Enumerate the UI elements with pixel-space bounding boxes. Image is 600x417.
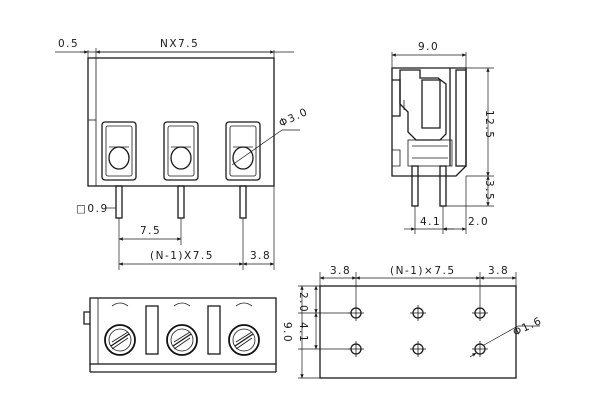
dim-side-pin-length: 3.5: [483, 180, 495, 201]
pcb-hole-icon: [410, 305, 426, 321]
screw-head-icon: [104, 324, 136, 356]
dim-pcb-width: 9.0: [281, 322, 293, 343]
front-pin-1: [115, 185, 123, 219]
top-body: [89, 297, 277, 365]
front-pin-2: [177, 185, 185, 219]
side-view: 9.0 12.5 3.5 4.1 2.0: [391, 41, 495, 234]
front-pin-3: [239, 185, 247, 219]
dim-side-width: 9.0: [418, 41, 439, 53]
dim-front-offset: 0.5: [58, 38, 79, 50]
dim-front-length: NX7.5: [160, 38, 199, 50]
top-slot-2: [207, 305, 221, 355]
dim-front-pin-square: □0.9: [76, 203, 109, 215]
dim-front-total: (N-1)X7.5: [150, 250, 214, 262]
screw-head-icon: [228, 324, 260, 356]
front-view: 0.5 NX7.5 Φ3.0 □0.9 7.5 (N-1)X7.5 3.8: [55, 38, 310, 270]
dim-pcb-left: 3.8: [330, 265, 351, 277]
dim-pcb-top: 2.0: [297, 292, 309, 313]
dim-side-pin-pos: 4.1: [420, 216, 441, 228]
side-pin: [411, 165, 419, 207]
dim-side-height: 12.5: [483, 110, 495, 139]
top-slot-1: [145, 305, 159, 355]
front-terminal-1: [101, 121, 137, 181]
pcb-hole-icon: [348, 305, 364, 321]
dim-pcb-middle: (N-1)×7.5: [390, 265, 456, 277]
pcb-outline: [319, 285, 517, 379]
pcb-hole-icon: [472, 341, 488, 357]
pcb-view: 3.8 (N-1)×7.5 3.8 2.0 9.0 4.1 Φ1.6: [281, 265, 544, 379]
dim-pcb-right: 3.8: [488, 265, 509, 277]
pcb-hole-icon: [348, 341, 364, 357]
side-body: [391, 67, 467, 177]
front-terminal-3: [225, 121, 261, 181]
top-view: [83, 297, 277, 373]
dim-front-pitch: 7.5: [140, 225, 161, 237]
side-clamp-section: [399, 69, 447, 141]
dim-front-end: 3.8: [250, 250, 271, 262]
dim-pcb-row: 4.1: [297, 322, 309, 343]
pcb-hole-icon: [410, 341, 426, 357]
front-terminal-2: [163, 121, 199, 181]
screw-head-icon: [166, 324, 198, 356]
dim-front-hole: Φ3.0: [277, 106, 310, 130]
pcb-hole-icon: [472, 305, 488, 321]
dim-side-pin-gap: 2.0: [468, 216, 489, 228]
